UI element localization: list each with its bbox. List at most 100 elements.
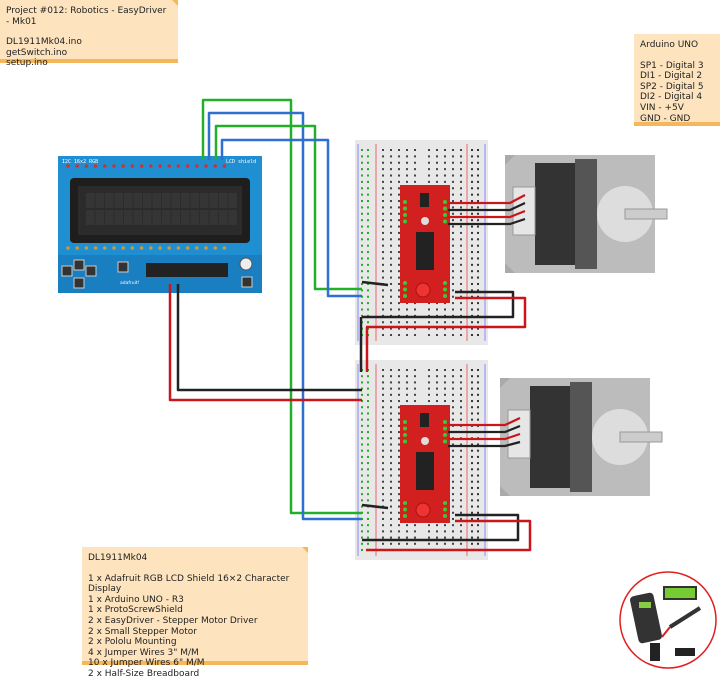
stepper-motor-bottom bbox=[500, 378, 663, 496]
bb-hole bbox=[477, 206, 479, 209]
bb-hole bbox=[367, 282, 369, 285]
motor-wire bbox=[448, 194, 526, 205]
pin bbox=[443, 219, 447, 224]
bb-hole bbox=[460, 308, 462, 311]
bb-hole bbox=[471, 406, 473, 409]
bb-hole bbox=[398, 187, 400, 190]
bb-hole bbox=[406, 149, 408, 151]
bb-hole bbox=[390, 302, 392, 305]
bb-hole bbox=[471, 193, 473, 196]
pin bbox=[403, 206, 407, 211]
bb-hole bbox=[367, 187, 369, 190]
bb-hole bbox=[414, 327, 416, 330]
bb-hole bbox=[398, 468, 400, 471]
bb-hole bbox=[477, 212, 479, 215]
bb-hole bbox=[367, 406, 369, 409]
bb-hole bbox=[390, 327, 392, 330]
bb-hole bbox=[460, 530, 462, 533]
bb-hole bbox=[477, 327, 479, 330]
bb-hole bbox=[390, 505, 392, 508]
bb-hole bbox=[444, 327, 446, 330]
bb-hole bbox=[406, 542, 408, 545]
bb-hole bbox=[398, 212, 400, 215]
bb-hole bbox=[406, 168, 408, 171]
bb-hole bbox=[477, 289, 479, 292]
bb-hole bbox=[477, 455, 479, 458]
pin bbox=[443, 294, 447, 298]
bb-hole bbox=[367, 321, 369, 324]
bb-hole bbox=[414, 168, 416, 171]
bb-hole bbox=[390, 180, 392, 183]
bb-hole bbox=[367, 387, 369, 390]
bb-hole bbox=[460, 193, 462, 196]
part-line: 2 x EasyDriver - Stepper Motor Driver bbox=[88, 615, 258, 626]
bb-hole bbox=[477, 193, 479, 196]
header-pin bbox=[130, 164, 135, 168]
bb-hole bbox=[361, 375, 363, 378]
bb-hole bbox=[361, 406, 363, 409]
bb-hole bbox=[367, 180, 369, 183]
bb-hole bbox=[452, 486, 454, 489]
bb-hole bbox=[406, 369, 408, 371]
bb-hole bbox=[367, 168, 369, 171]
lcd-cell bbox=[105, 210, 114, 225]
stepper-motor-top bbox=[505, 155, 668, 273]
bb-hole bbox=[382, 263, 384, 266]
header-pin bbox=[185, 164, 190, 168]
bb-hole bbox=[477, 406, 479, 409]
bb-hole bbox=[428, 168, 430, 171]
bb-hole bbox=[398, 369, 400, 371]
bb-hole bbox=[471, 511, 473, 514]
bb-hole bbox=[398, 149, 400, 151]
bb-hole bbox=[428, 387, 430, 390]
bb-hole bbox=[390, 225, 392, 228]
bb-hole bbox=[477, 149, 479, 151]
bb-hole bbox=[406, 334, 408, 336]
lcd-cell bbox=[114, 193, 123, 208]
bb-hole bbox=[367, 219, 369, 222]
bb-hole bbox=[444, 334, 446, 336]
bb-hole bbox=[452, 155, 454, 158]
bb-hole bbox=[452, 295, 454, 298]
motor-wire bbox=[448, 202, 526, 212]
bb-hole bbox=[367, 381, 369, 384]
bb-hole bbox=[398, 263, 400, 266]
bb-hole bbox=[398, 462, 400, 465]
lcd-cell bbox=[162, 210, 171, 225]
pin-line: SP2 - Digital 5 bbox=[640, 81, 704, 92]
bb-hole bbox=[452, 406, 454, 409]
bb-hole bbox=[460, 493, 462, 496]
bb-hole bbox=[361, 462, 363, 465]
bb-hole bbox=[471, 393, 473, 396]
button-reset bbox=[241, 276, 253, 288]
bb-hole bbox=[382, 393, 384, 396]
bb-hole bbox=[382, 308, 384, 311]
bb-hole bbox=[428, 400, 430, 403]
bb-hole bbox=[414, 149, 416, 151]
wire-blue bbox=[207, 111, 362, 521]
lcd-cell bbox=[124, 210, 133, 225]
bb-hole bbox=[460, 449, 462, 452]
bb-hole bbox=[367, 455, 369, 458]
pin-note: Arduino UNO SP1 - Digital 3 DI1 - Digita… bbox=[634, 34, 720, 126]
bb-hole bbox=[471, 321, 473, 324]
bb-hole bbox=[414, 381, 416, 384]
bb-hole bbox=[471, 334, 473, 336]
motor-shaft bbox=[619, 431, 663, 443]
bb-hole bbox=[444, 155, 446, 158]
bb-hole bbox=[452, 308, 454, 311]
header-pin bbox=[213, 164, 217, 168]
part-line: 1 x Arduino UNO - R3 bbox=[88, 594, 184, 605]
bb-hole bbox=[460, 455, 462, 458]
bb-hole bbox=[452, 231, 454, 234]
bb-hole bbox=[452, 200, 454, 203]
pin bbox=[403, 219, 407, 224]
bb-hole bbox=[361, 542, 363, 545]
bb-hole bbox=[436, 161, 438, 164]
bb-hole bbox=[361, 449, 363, 452]
bb-hole bbox=[436, 530, 438, 533]
bb-hole bbox=[436, 155, 438, 158]
bb-hole bbox=[390, 443, 392, 446]
bb-hole bbox=[444, 400, 446, 403]
header-pin bbox=[121, 246, 125, 250]
